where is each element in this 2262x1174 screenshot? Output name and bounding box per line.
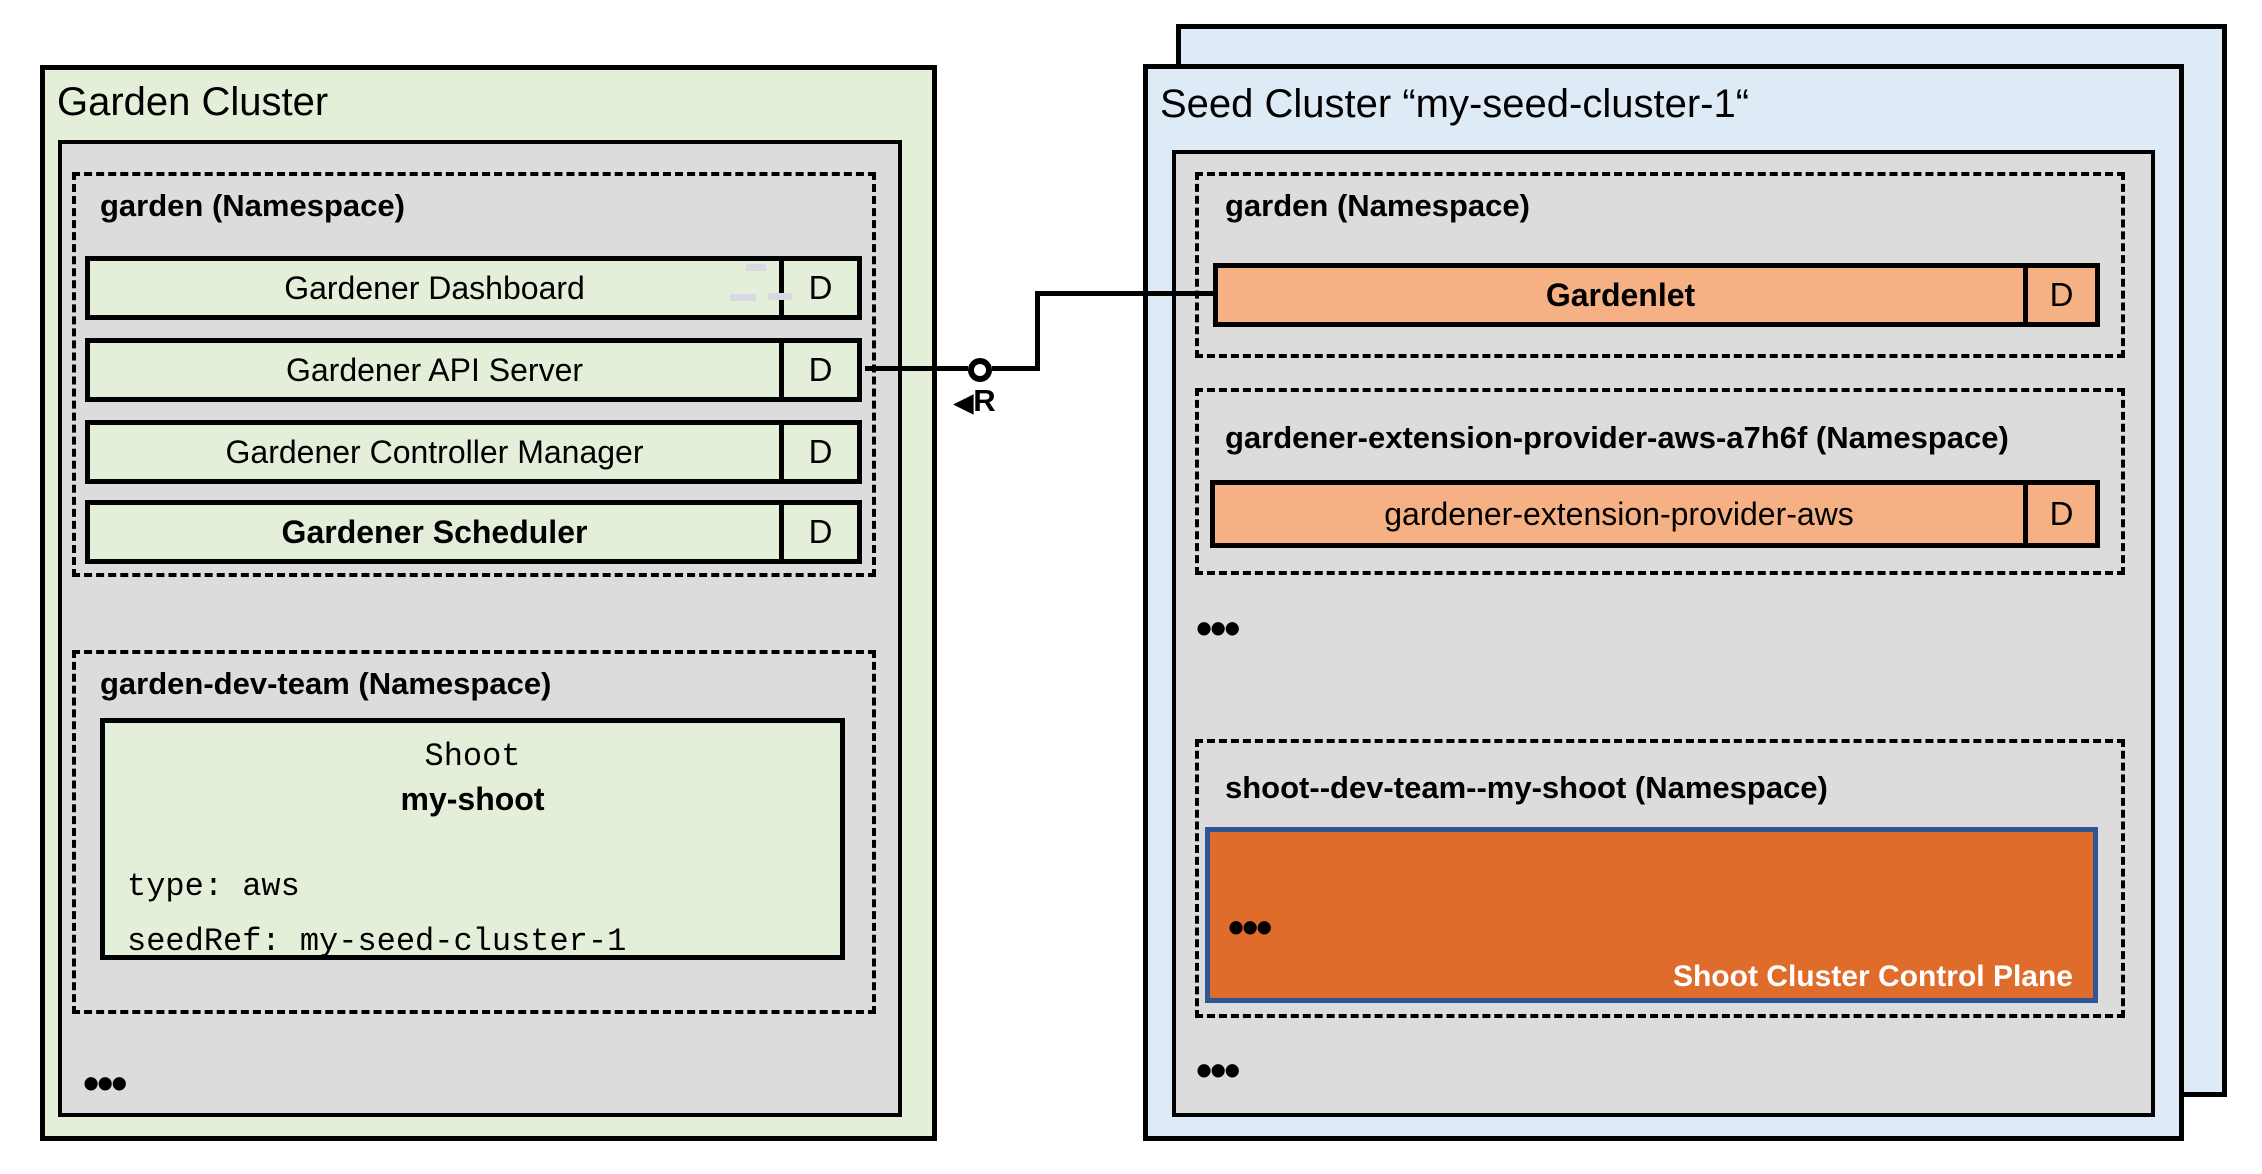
- deployment-badge: D: [779, 425, 857, 479]
- faint-artifact: [746, 264, 766, 271]
- garden-namespace-label: garden (Namespace): [100, 188, 405, 223]
- extension-namespace-box: [1195, 388, 2125, 575]
- faint-artifact: [768, 293, 792, 300]
- control-plane-label: Shoot Cluster Control Plane: [1672, 960, 2073, 993]
- component-label: Gardenlet: [1545, 276, 1696, 313]
- shoot-spec-seedref: seedRef: my-seed-cluster-1: [127, 923, 627, 960]
- left-arrow-icon: ◀: [954, 389, 974, 417]
- connector-interface-circle: [968, 358, 992, 382]
- connector-line-apiserver: [865, 366, 968, 371]
- garden-namespace-box: [72, 172, 876, 577]
- shoot-namespace-box: [1195, 739, 2125, 1018]
- component-row-gardener-api-server: Gardener API Server D: [85, 338, 862, 402]
- shoot-control-plane-box: ••• Shoot Cluster Control Plane: [1205, 827, 2098, 1003]
- component-row-gardenlet: Gardenlet D: [1213, 263, 2100, 327]
- deployment-badge: D: [779, 505, 857, 559]
- connector-line-segment: [992, 366, 1040, 371]
- deployment-badge: D: [2023, 485, 2095, 543]
- component-label: Gardener Controller Manager: [225, 433, 644, 470]
- component-row-gardener-dashboard: Gardener Dashboard D: [85, 256, 862, 320]
- component-row-gardener-scheduler: Gardener Scheduler D: [85, 500, 862, 564]
- shoot-name: my-shoot: [400, 781, 545, 817]
- connector-direction-label: ◀R: [954, 385, 996, 416]
- connector-line-vertical: [1035, 291, 1040, 371]
- shoot-resource-box: Shoot my-shoot type: aws seedRef: my-see…: [100, 718, 845, 960]
- faint-artifact: [730, 294, 756, 301]
- seed-garden-namespace-box: [1195, 172, 2125, 358]
- shoot-spec-type: type: aws: [127, 868, 300, 905]
- extension-namespace-label: gardener-extension-provider-aws-a7h6f (N…: [1225, 420, 2009, 455]
- component-label: gardener-extension-provider-aws: [1384, 495, 1854, 532]
- seed-garden-namespace-label: garden (Namespace): [1225, 188, 1530, 223]
- connector-line-gardenlet: [1035, 291, 1217, 296]
- seed-cluster-title: Seed Cluster “my-seed-cluster-1“: [1160, 82, 1750, 126]
- component-label: Gardener Dashboard: [284, 269, 585, 306]
- seed-cluster-bottom-ellipsis: •••: [1196, 1044, 1240, 1096]
- component-label: Gardener Scheduler: [281, 513, 588, 550]
- component-row-extension-provider-aws: gardener-extension-provider-aws D: [1210, 480, 2100, 548]
- connector-r-label: R: [973, 383, 996, 418]
- garden-dev-team-namespace-box: [72, 650, 876, 1014]
- garden-dev-team-namespace-label: garden-dev-team (Namespace): [100, 666, 552, 701]
- garden-cluster-ellipsis: •••: [83, 1057, 127, 1109]
- control-plane-ellipsis: •••: [1228, 901, 1272, 953]
- deployment-badge: D: [779, 343, 857, 397]
- shoot-kind: Shoot: [424, 738, 521, 775]
- deployment-badge: D: [779, 261, 857, 315]
- deployment-badge: D: [2023, 268, 2095, 322]
- seed-cluster-middle-ellipsis: •••: [1196, 602, 1240, 654]
- garden-cluster-title: Garden Cluster: [57, 80, 329, 124]
- component-row-gardener-controller-manager: Gardener Controller Manager D: [85, 420, 862, 484]
- shoot-namespace-label: shoot--dev-team--my-shoot (Namespace): [1225, 770, 1828, 805]
- component-label: Gardener API Server: [285, 351, 584, 388]
